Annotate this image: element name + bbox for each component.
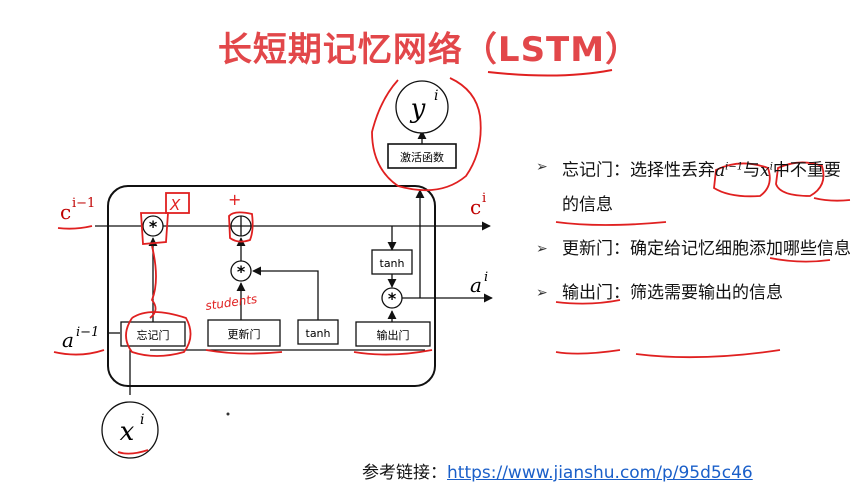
- a-next-sup: i: [484, 270, 488, 285]
- output-gate-box: [355, 321, 431, 347]
- forget-vertical-squiggle: [149, 245, 157, 319]
- reference-prefix: 参考链接：: [362, 463, 447, 483]
- forget-annotation-box: [140, 212, 169, 245]
- bullet-annotations: [555, 161, 851, 359]
- forget-multiply-op: *: [149, 217, 158, 236]
- forget-gate-label: 忘记门: [137, 328, 170, 342]
- c-next-label: c: [470, 195, 481, 219]
- tanh-to-update-line: [252, 266, 319, 320]
- bullet-arrow-icon: ➢: [536, 159, 548, 175]
- zhongyao-underline: [555, 221, 667, 226]
- x-annotation-circle: [775, 161, 825, 197]
- bullet-output-text: 输出门：筛选需要输出的信息: [562, 282, 783, 303]
- zhongbu-underline: [813, 197, 851, 202]
- x-underline: [117, 449, 149, 455]
- x-label: x: [120, 417, 135, 447]
- a-prev-sup: i−1: [76, 325, 99, 340]
- x-annotation-box: [165, 192, 190, 214]
- bullet-list: ➢ 忘记门：选择性丢弃ai−1与xi中不重要的信息 ➢ 更新门：确定给记忆细胞添…: [532, 150, 852, 310]
- update-gate-underline: [205, 349, 283, 355]
- page-title: 长短期记忆网络（LSTM）: [217, 30, 641, 70]
- tanh-gate-box: [297, 319, 339, 345]
- y-label-sup: i: [434, 88, 438, 104]
- forget-gate-annotation: [125, 311, 192, 357]
- bullet-update: ➢ 更新门：确定给记忆细胞添加哪些信息: [532, 232, 852, 266]
- bullet-forget-math-a: ai−1: [715, 160, 744, 181]
- students-annotation: students: [204, 292, 258, 313]
- reference-link[interactable]: https://www.jianshu.com/p/95d5c46: [447, 463, 753, 483]
- title-underline: [487, 69, 613, 77]
- bullet-forget-math-x: xi: [760, 160, 773, 181]
- reference-line: 参考链接：https://www.jianshu.com/p/95d5c46: [362, 458, 753, 483]
- xibao-underline: [769, 257, 831, 263]
- output-underline: [555, 349, 621, 355]
- update-gate-box: [207, 319, 281, 347]
- bullet-forget-yu: 与: [743, 160, 761, 181]
- output-gate-label: 输出门: [377, 328, 410, 342]
- x-label-sup: i: [140, 412, 144, 428]
- bullet-forget-tail: 中不重要的信息: [562, 160, 841, 215]
- output-gate-underline: [353, 349, 433, 356]
- activation-box: [387, 143, 457, 169]
- bullet-update-text: 更新门：确定给记忆细胞添加哪些信息: [562, 238, 851, 259]
- output-multiply-op: *: [388, 289, 397, 308]
- tanh-gate-label: tanh: [306, 327, 331, 340]
- filter-underline: [635, 349, 781, 359]
- activation-label: 激活函数: [400, 150, 444, 164]
- bullet-output: ➢ 输出门：筛选需要输出的信息: [532, 276, 852, 310]
- a-annotation-circle: [713, 162, 771, 198]
- update-gate-label: 更新门: [228, 327, 261, 341]
- forget-gate-box: [120, 321, 186, 347]
- xie-underline: [555, 299, 621, 305]
- tanh-top-box: [371, 249, 413, 275]
- c-prev-underline: [57, 225, 93, 230]
- y-circle: [395, 80, 449, 134]
- x-annotation-mark: X: [169, 196, 181, 214]
- forget-multiply-circle: [142, 215, 164, 237]
- a-prev-underline: [53, 349, 105, 356]
- c-prev-label: c: [60, 200, 71, 224]
- y-label: y: [410, 94, 426, 124]
- update-multiply-op: *: [237, 262, 246, 281]
- bullet-arrow-icon: ➢: [536, 240, 548, 257]
- a-next-label: a: [470, 273, 482, 297]
- lstm-cell-box: [107, 185, 436, 387]
- a-prev-label: a: [62, 328, 74, 352]
- c-next-sup: i: [482, 191, 486, 206]
- c-prev-sup: i−1: [72, 196, 95, 211]
- plus-annotation: [228, 211, 254, 243]
- red-annotations: [53, 77, 482, 455]
- y-annotation-circle: [371, 77, 482, 192]
- bullet-forget-text: 忘记门：选择性丢弃: [562, 160, 715, 181]
- bullet-arrow-icon: ➢: [536, 284, 548, 301]
- bullet-forget: ➢ 忘记门：选择性丢弃ai−1与xi中不重要的信息: [532, 150, 852, 222]
- plus-annotation-mark: +: [228, 190, 241, 209]
- dot-mark: [226, 412, 230, 416]
- x-circle: [101, 401, 159, 459]
- tanh-top-label: tanh: [380, 257, 405, 270]
